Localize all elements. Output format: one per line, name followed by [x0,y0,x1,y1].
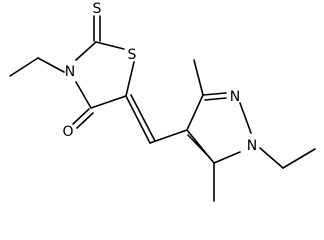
bond-c5-methine-b [130,94,156,142]
bond-pz-c3-methyl [193,59,204,96]
bond-pz-n2-n1 [239,102,252,134]
bond-ethyl-ch3-ch2 [9,57,39,77]
bond-c4-n [75,81,92,109]
bond-n-c2 [75,41,97,61]
molecule-structure: N S S O N N [9,1,316,202]
bond-c4-o-b [76,112,94,129]
bond-c5-methine-a [125,95,151,144]
atom-ring-nitrogen: N [65,64,75,80]
bond-pz-n1-c5 [213,151,241,164]
atom-pyrazole-n1: N [247,138,257,154]
bond-methine-pyrazole [149,129,188,144]
bond-pz-c5-c4-b [187,134,211,159]
atom-thione-sulfur: S [93,1,102,17]
atom-ring-sulfur: S [128,47,137,63]
bond-pz-c3-n2-b [204,97,227,101]
bond-s1-c5 [125,61,135,97]
atom-carbonyl-oxygen: O [62,124,73,140]
bond-ethyl-ch2-n [37,57,65,73]
bond-pz-c4-c3 [186,94,204,131]
bond-pz-ethyl-ch3 [282,148,316,169]
bond-c2-s1 [95,41,125,50]
bond-c4-o-a [72,108,90,125]
bond-pz-n1-ethyl-ch2 [259,147,284,169]
bond-c5-c4 [90,95,127,109]
bond-pz-c3-n2-a [202,92,227,96]
atom-pyrazole-n2: N [230,89,240,105]
